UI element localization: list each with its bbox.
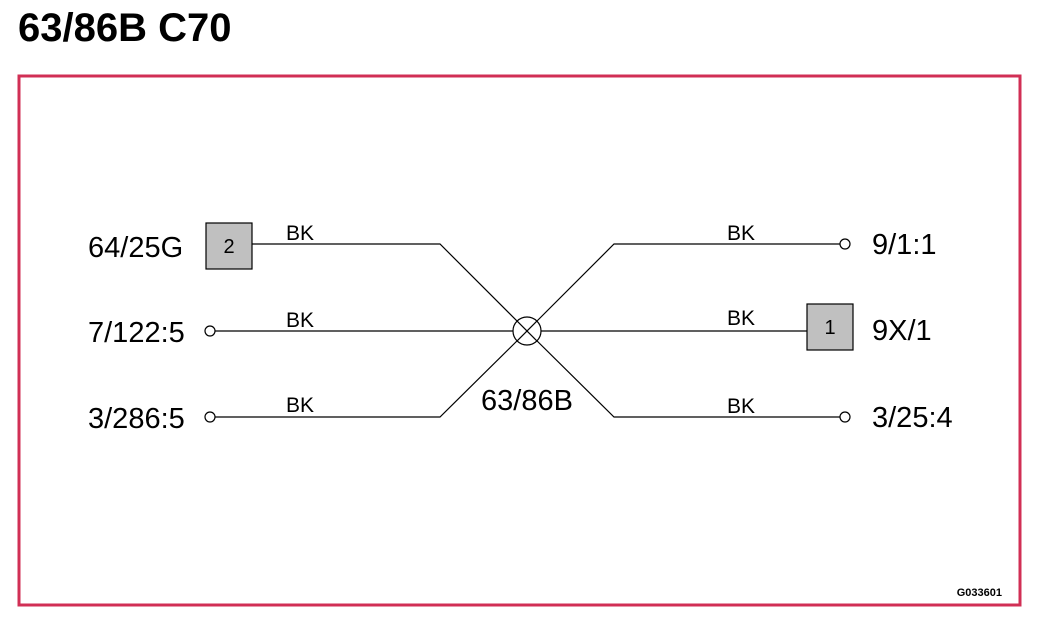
wire-color-left-bottom: BK [286, 394, 314, 417]
diagram-frame [17, 74, 1022, 607]
connector-label-right-top: 9/1:1 [872, 229, 937, 261]
connector-label-left-top: 64/25G [88, 232, 183, 264]
connector-label-left-middle: 7/122:5 [88, 317, 185, 349]
wire-color-right-middle: BK [727, 307, 755, 330]
pin-terminal-left-bottom [204, 411, 216, 423]
connector-box-number-right: 1 [824, 317, 835, 339]
wire-color-left-top: BK [286, 222, 314, 245]
connector-box-number-left: 2 [223, 236, 234, 258]
connector-box-right [806, 303, 854, 351]
wire-right-top [526, 243, 840, 332]
wire-left-top [252, 243, 528, 332]
pin-terminal-right-top [839, 238, 851, 250]
wire-right-bottom [526, 330, 840, 418]
wire-color-right-top: BK [727, 222, 755, 245]
pin-terminal-right-bottom [839, 411, 851, 423]
connector-label-left-bottom: 3/286:5 [88, 403, 185, 435]
wire-color-left-middle: BK [286, 309, 314, 332]
pin-terminal-left-middle [204, 325, 216, 337]
splice-symbol [512, 316, 542, 346]
connector-label-right-middle: 9X/1 [872, 315, 932, 347]
figure-code: G033601 [957, 587, 1002, 599]
splice-label: 63/86B [481, 385, 573, 417]
wire-left-bottom [215, 330, 528, 418]
connector-label-right-bottom: 3/25:4 [872, 402, 953, 434]
connector-box-left [205, 222, 253, 270]
wire-color-right-bottom: BK [727, 395, 755, 418]
page-title: 63/86B C70 [18, 6, 232, 50]
